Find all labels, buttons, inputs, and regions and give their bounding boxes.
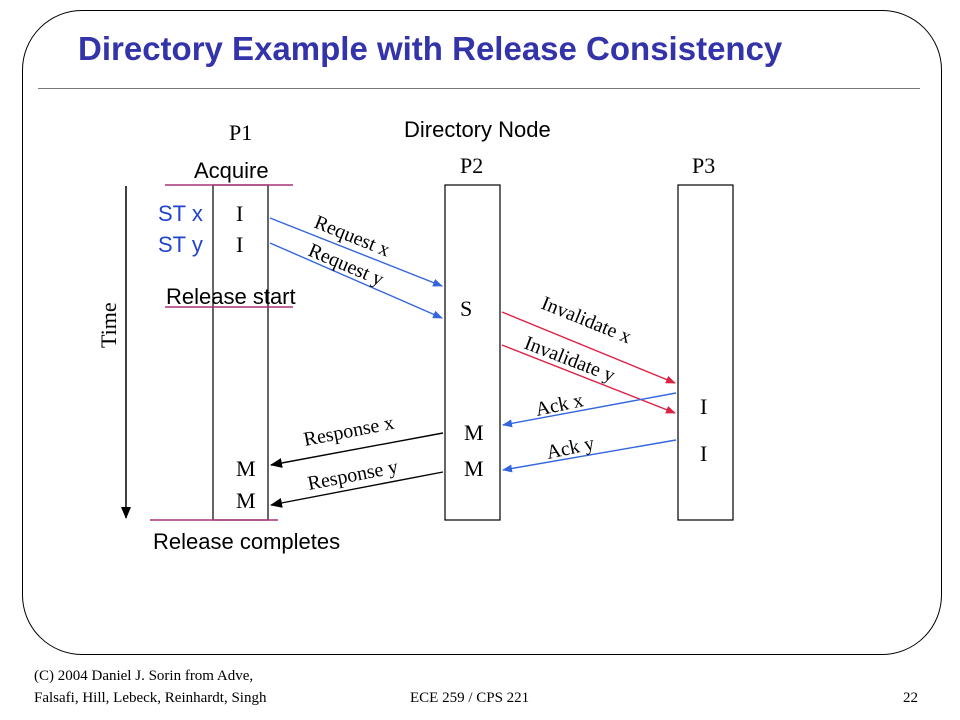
p2-state-m-y: M [464, 456, 484, 481]
ack-y-label: Ack y [544, 432, 596, 464]
request-x-arrow [269, 217, 443, 287]
p1-state-m-y: M [236, 488, 256, 513]
footer-copyright-line1: (C) 2004 Daniel J. Sorin from Adve, [34, 668, 254, 684]
invalidate-y-arrow [501, 344, 676, 414]
p3-state-i-x: I [700, 394, 708, 419]
release-start-label: Release start [166, 284, 296, 309]
slide-title: Directory Example with Release Consisten… [78, 30, 783, 67]
footer-course: ECE 259 / CPS 221 [410, 690, 530, 706]
st-y-label: ST y [158, 232, 203, 257]
p1-state-i-x: I [236, 201, 244, 226]
p2-state-m-x: M [464, 420, 484, 445]
st-x-label: ST x [158, 201, 203, 226]
p1-state-i-y: I [236, 232, 244, 257]
response-x-arrow [270, 432, 444, 468]
footer-copyright-line2: Falsafi, Hill, Lebeck, Reinhardt, Singh [34, 690, 267, 706]
acquire-label: Acquire [194, 158, 269, 183]
footer-copyright: (C) 2004 Daniel J. Sorin from Adve, Fals… [34, 665, 266, 709]
p1-state-m-x: M [236, 456, 256, 481]
response-y-arrow [270, 471, 444, 508]
directory-node-label: Directory Node [404, 117, 551, 142]
title-divider [38, 88, 920, 89]
slide-frame [22, 10, 942, 655]
invalidate-x-arrow [501, 311, 676, 384]
ack-y-arrow [502, 439, 677, 473]
request-y-arrow [269, 242, 443, 319]
p3-timeline [677, 184, 734, 521]
ack-x-arrow [502, 392, 677, 428]
p1-label: P1 [229, 120, 253, 145]
p3-label: P3 [692, 153, 716, 178]
invalidate-x-label: Invalidate x [538, 292, 634, 348]
time-label: Time [96, 302, 121, 348]
p2-label: P2 [460, 153, 484, 178]
footer-page-number: 22 [903, 690, 918, 706]
release-completes-label: Release completes [153, 529, 341, 554]
p2-state-s: S [460, 296, 473, 321]
p2-timeline [444, 184, 501, 521]
ack-x-label: Ack x [533, 389, 585, 421]
p3-state-i-y: I [700, 441, 708, 466]
p1-timeline [212, 184, 269, 521]
